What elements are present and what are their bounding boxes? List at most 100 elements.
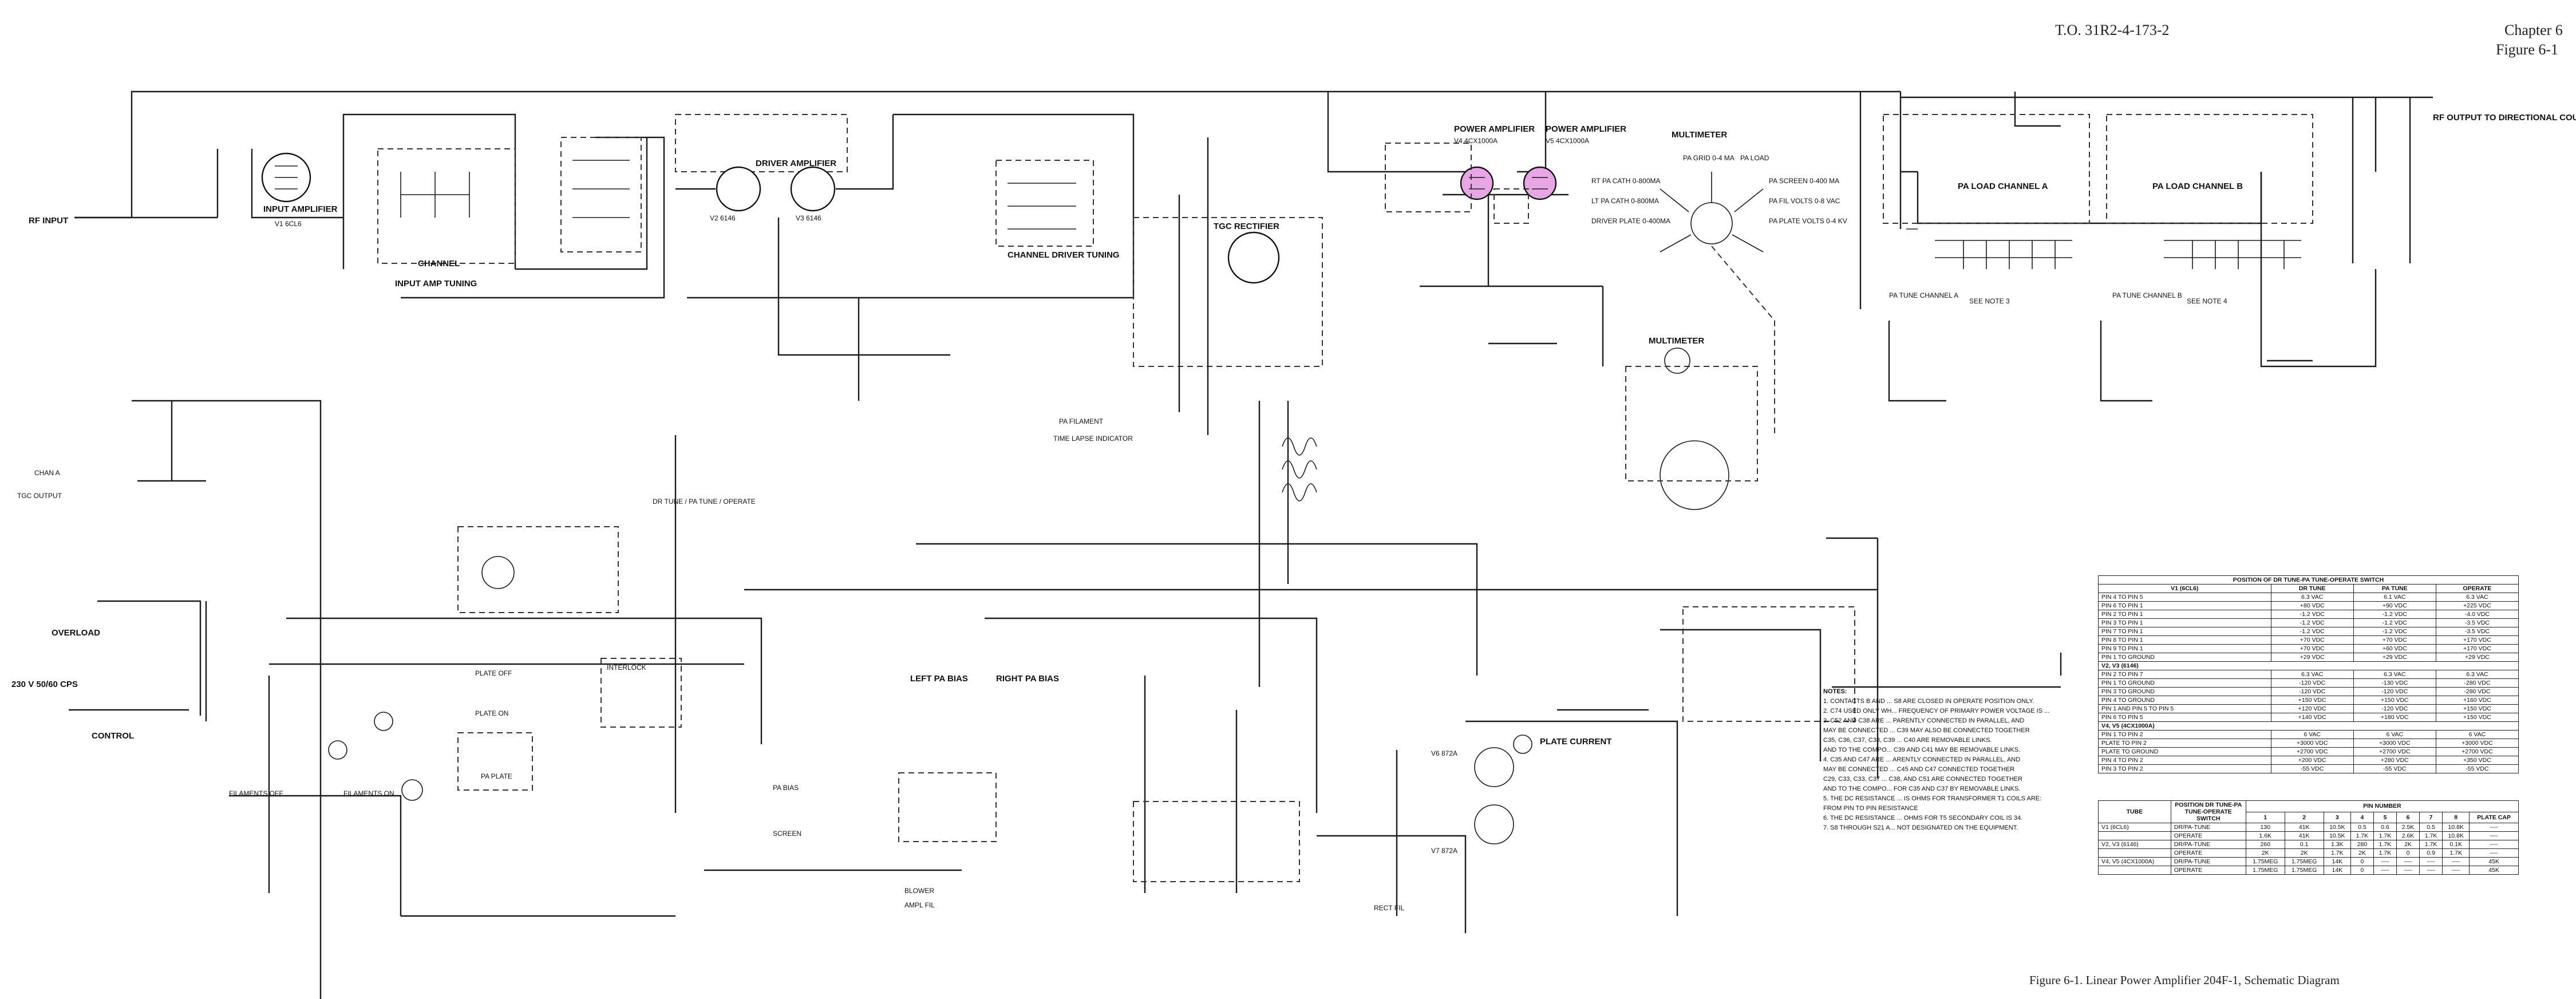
table-cell: +180 VDC xyxy=(2353,713,2436,722)
table-cell: 0 xyxy=(2350,857,2374,866)
pin-number: 5 xyxy=(2373,811,2397,823)
table-cell: 6.3 VAC xyxy=(2270,593,2354,602)
right-pa-bias-label: RIGHT PA BIAS xyxy=(996,674,1059,684)
meter-scale-3: PA SCREEN 0-400 MA xyxy=(1769,177,1839,185)
meter-scale-1: PA LOAD xyxy=(1740,154,1769,162)
table-cell: +170 VDC xyxy=(2435,644,2519,653)
table-row: PIN 8 TO PIN 1+70 VDC+70 VDC+170 VDC xyxy=(2098,635,2519,645)
table-cell: 41K xyxy=(2284,831,2324,840)
table-cell: 1.3K xyxy=(2323,840,2351,849)
table-cell: 10.5K xyxy=(2323,831,2351,840)
driver-tube-v3 xyxy=(790,166,836,212)
table-cell: OPERATE xyxy=(2170,848,2246,858)
table-cell: 1.7K xyxy=(2419,840,2443,849)
meter-scale-4: LT PA CATH 0-800MA xyxy=(1591,197,1659,205)
control-label: CONTROL xyxy=(92,731,134,741)
rectifier-v7 xyxy=(1474,804,1514,844)
table-cell: 2K xyxy=(2245,848,2285,858)
table-cell: 2K xyxy=(2284,848,2324,858)
table-cell: -1.2 VDC xyxy=(2353,627,2436,636)
table-cell: -55 VDC xyxy=(2270,764,2354,773)
vt-col-1: DR TUNE xyxy=(2270,584,2354,593)
tgc-output-label: TGC OUTPUT xyxy=(17,492,62,500)
tgc-rectifier-box xyxy=(1133,217,1323,367)
rf-output-label: RF OUTPUT TO DIRECTIONAL COUPLER xyxy=(2433,113,2576,123)
input-amplifier-section xyxy=(74,113,665,299)
table-cell: -55 VDC xyxy=(2435,764,2519,773)
channel-driver-tuning-label: CHANNEL DRIVER TUNING xyxy=(1008,250,1120,260)
table-cell: 1.75MEG xyxy=(2245,866,2285,875)
note-line: 5. THE DC RESISTANCE ... IS OHMS FOR TRA… xyxy=(1823,795,2042,802)
vt-col-2: PA TUNE xyxy=(2353,584,2436,593)
v7-label: V7 872A xyxy=(1431,847,1457,855)
note-line: 6. THE DC RESISTANCE ... OHMS FOR T5 SEC… xyxy=(1823,815,2023,822)
table-cell: DR/PA-TUNE xyxy=(2170,823,2246,832)
table-cell xyxy=(2098,848,2171,858)
power-amp-1-label: POWER AMPLIFIER xyxy=(1454,124,1535,134)
table-cell: -3.5 VDC xyxy=(2435,627,2519,636)
table-cell: 6.3 VAC xyxy=(2435,670,2519,679)
table-cell: +29 VDC xyxy=(2353,653,2436,662)
table-cell: 0.1 xyxy=(2284,840,2324,849)
table-cell: 41K xyxy=(2284,823,2324,832)
table-cell: PIN 3 TO GROUND xyxy=(2098,687,2271,696)
table-cell: ---- xyxy=(2373,857,2397,866)
table-cell: 1.7K xyxy=(2442,848,2470,858)
table-cell: -1.2 VDC xyxy=(2270,627,2354,636)
switch-positions-label: DR TUNE / PA TUNE / OPERATE xyxy=(653,497,756,506)
table-cell: 1.75MEG xyxy=(2284,857,2324,866)
table-cell: 2K xyxy=(2396,840,2420,849)
table-cell: PIN 2 TO PIN 1 xyxy=(2098,610,2271,619)
voltage-table: POSITION OF DR TUNE-PA TUNE-OPERATE SWIT… xyxy=(2098,575,2519,773)
table-cell: 14K xyxy=(2323,866,2351,875)
pin-number: 8 xyxy=(2442,811,2470,823)
pin-number: 7 xyxy=(2419,811,2443,823)
table-cell: ---- xyxy=(2469,831,2519,840)
table-cell: OPERATE xyxy=(2170,831,2246,840)
voltage-section-name: V4, V5 (4CX1000A) xyxy=(2098,721,2519,731)
table-cell: 1.7K xyxy=(2373,840,2397,849)
table-cell: ---- xyxy=(2469,840,2519,849)
table-cell: +150 VDC xyxy=(2435,713,2519,722)
table-cell: 6.1 VAC xyxy=(2353,593,2436,602)
table-cell: 6 VAC xyxy=(2435,730,2519,739)
table-cell: PIN 2 TO PIN 7 xyxy=(2098,670,2271,679)
table-cell: +2700 VDC xyxy=(2270,747,2354,756)
v5-label: V5 4CX1000A xyxy=(1546,137,1589,145)
table-cell: +350 VDC xyxy=(2435,756,2519,765)
table-cell: -1.2 VDC xyxy=(2270,610,2354,619)
table-cell: PIN 9 TO PIN 1 xyxy=(2098,644,2271,653)
vt-col-3: OPERATE xyxy=(2435,584,2519,593)
note-line: MAY BE CONNECTED ... C39 MAY ALSO BE CON… xyxy=(1823,727,2030,734)
table-cell: PIN 3 TO PIN 2 xyxy=(2098,764,2271,773)
power-amp-tube-v5 xyxy=(1523,166,1557,200)
table-cell: 2.6K xyxy=(2396,831,2420,840)
time-lapse-label: TIME LAPSE INDICATOR xyxy=(1053,435,1133,443)
plate-on-label: PLATE ON xyxy=(475,709,508,717)
tgc-rectifier-label: TGC RECTIFIER xyxy=(1214,222,1279,231)
table-cell: 0.9 xyxy=(2419,848,2443,858)
table-cell: -1.2 VDC xyxy=(2353,610,2436,619)
driver-amplifier-section xyxy=(675,113,1323,435)
v3-label: V3 6146 xyxy=(796,214,821,222)
note-line: 4. C35 AND C47 ARE ... ARENTLY CONNECTED… xyxy=(1823,756,2021,763)
input-tuning-box xyxy=(377,148,516,264)
rectifier-v6 xyxy=(1474,747,1514,787)
table-cell: +3000 VDC xyxy=(2435,739,2519,748)
note-line: 3. C52 AND C38 ARE ... PARENTLY CONNECTE… xyxy=(1823,717,2025,724)
table-cell: 0.1K xyxy=(2442,840,2470,849)
tgc-rectifier-tube xyxy=(1227,231,1280,284)
table-cell: ---- xyxy=(2469,848,2519,858)
meter-scale-2: RT PA CATH 0-800MA xyxy=(1591,177,1661,185)
table-row: PIN 7 TO PIN 1-1.2 VDC-1.2 VDC-3.5 VDC xyxy=(2098,627,2519,636)
chapter-label: Chapter 6 xyxy=(2504,22,2563,38)
table-cell: 2K xyxy=(2350,848,2374,858)
power-amp-tube-v4 xyxy=(1460,166,1494,200)
table-cell: +170 VDC xyxy=(2435,635,2519,645)
figure-reference: Figure 6-1 xyxy=(2496,41,2559,58)
table-cell: PLATE TO PIN 2 xyxy=(2098,739,2271,748)
main-rf-bus xyxy=(74,90,2433,229)
table-row: PIN 4 TO PIN 2+200 VDC+280 VDC+350 VDC xyxy=(2098,756,2519,765)
